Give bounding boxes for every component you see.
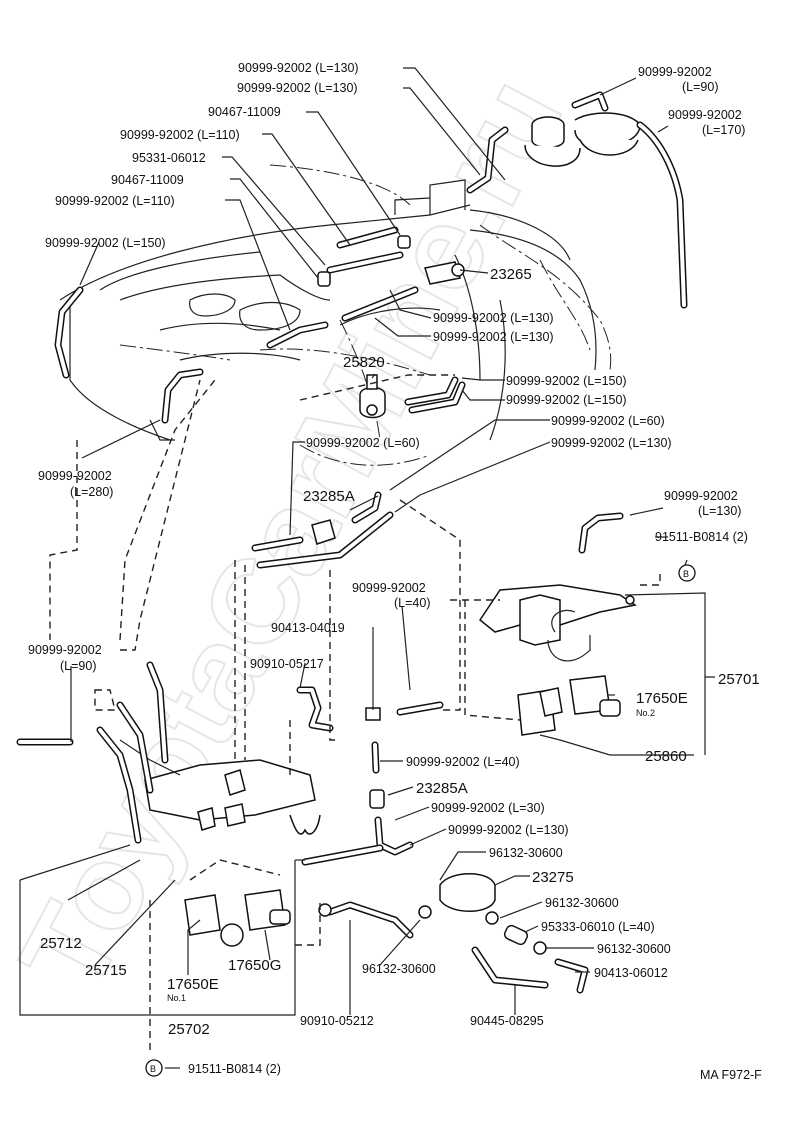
small-parts: [311, 235, 547, 955]
label-p25715: 25715: [85, 962, 127, 979]
label-p95331: 95331-06012: [132, 151, 206, 165]
label-c11009b: 90467-11009: [111, 173, 184, 187]
label-h130f-b: (L=130): [698, 504, 741, 518]
label-h130g: 90999-92002 (L=130): [448, 823, 569, 837]
label-h110b: 90999-92002 (L=110): [55, 194, 175, 208]
engine-outline: [59, 164, 612, 466]
label-p05212: 90910-05212: [300, 1014, 374, 1028]
label-h130e: 90999-92002 (L=130): [551, 436, 672, 450]
label-p95333: 95333-06010 (L=40): [541, 920, 655, 934]
label-p17650e-no1: 17650E: [167, 976, 219, 993]
label-cl30600b: 96132-30600: [545, 896, 619, 910]
label-h130f-a: 90999-92002: [664, 489, 738, 503]
label-cl30600c: 96132-30600: [597, 942, 671, 956]
circle-b-marker-top: B: [678, 564, 696, 582]
label-b91511b: 91511-B0814 (2): [188, 1062, 281, 1076]
label-h90b-a: 90999-92002: [28, 643, 102, 657]
label-b91511a: 91511-B0814 (2): [655, 530, 748, 544]
label-c06012: 90413-06012: [594, 966, 668, 980]
label-h170-b: (L=170): [702, 123, 745, 137]
label-p25860: 25860: [645, 748, 687, 765]
vsv-bracket: [478, 584, 637, 736]
label-h30: 90999-92002 (L=30): [431, 801, 545, 815]
svg-text:B: B: [683, 569, 689, 579]
label-h110a: 90999-92002 (L=110): [120, 128, 240, 142]
label-h280-b: (L=280): [70, 485, 113, 499]
label-h280-a: 90999-92002: [38, 469, 112, 483]
label-p05217: 90910-05217: [250, 657, 324, 671]
label-p23285a-upper: 23285A: [303, 488, 355, 505]
label-p25702: 25702: [168, 1021, 210, 1038]
label-h90b-b: (L=90): [60, 659, 96, 673]
label-h130d: 90999-92002 (L=130): [433, 330, 554, 344]
label-p17650e-no2: 17650E: [636, 690, 688, 707]
label-p23265: 23265: [490, 266, 532, 283]
svg-text:B: B: [150, 1064, 156, 1074]
label-p08295: 90445-08295: [470, 1014, 544, 1028]
label-p25820: 25820: [343, 354, 385, 371]
label-h150b: 90999-92002 (L=150): [506, 374, 627, 388]
label-h60a: 90999-92002 (L=60): [551, 414, 665, 428]
label-c04019: 90413-04019: [271, 621, 345, 635]
circle-b-marker-bottom: B: [145, 1059, 163, 1077]
label-p17650g: 17650G: [228, 957, 281, 974]
label-h40a-a: 90999-92002: [352, 581, 426, 595]
label-h40a-b: (L=40): [394, 596, 430, 610]
part-labels: 90999-92002 (L=130) 90999-92002 (L=130) …: [28, 61, 762, 1082]
label-cl30600d: 96132-30600: [362, 962, 436, 976]
diagram-code: MA F972-F: [700, 1068, 762, 1082]
label-p25712: 25712: [40, 935, 82, 952]
label-p23275: 23275: [532, 869, 574, 886]
label-h150c: 90999-92002 (L=150): [506, 393, 627, 407]
label-h60b: 90999-92002 (L=60): [306, 436, 420, 450]
label-no2: No.2: [636, 708, 655, 718]
label-h90top-b: (L=90): [682, 80, 718, 94]
label-cl30600a: 96132-30600: [489, 846, 563, 860]
leader-lines: [19, 67, 715, 1069]
vacuum-tank: [524, 112, 641, 167]
label-h90top-a: 90999-92002: [638, 65, 712, 79]
label-h170-a: 90999-92002: [668, 108, 742, 122]
label-p23285a-lower: 23285A: [416, 780, 468, 797]
label-h130c: 90999-92002 (L=130): [433, 311, 554, 325]
hoses: [16, 91, 688, 994]
label-h150a: 90999-92002 (L=150): [45, 236, 166, 250]
label-h130b: 90999-92002 (L=130): [237, 81, 358, 95]
label-p25701: 25701: [718, 671, 760, 688]
label-h130a: 90999-92002 (L=130): [238, 61, 359, 75]
label-c11009a: 90467-11009: [208, 105, 281, 119]
label-no1: No.1: [167, 993, 186, 1003]
label-h40b: 90999-92002 (L=40): [406, 755, 520, 769]
